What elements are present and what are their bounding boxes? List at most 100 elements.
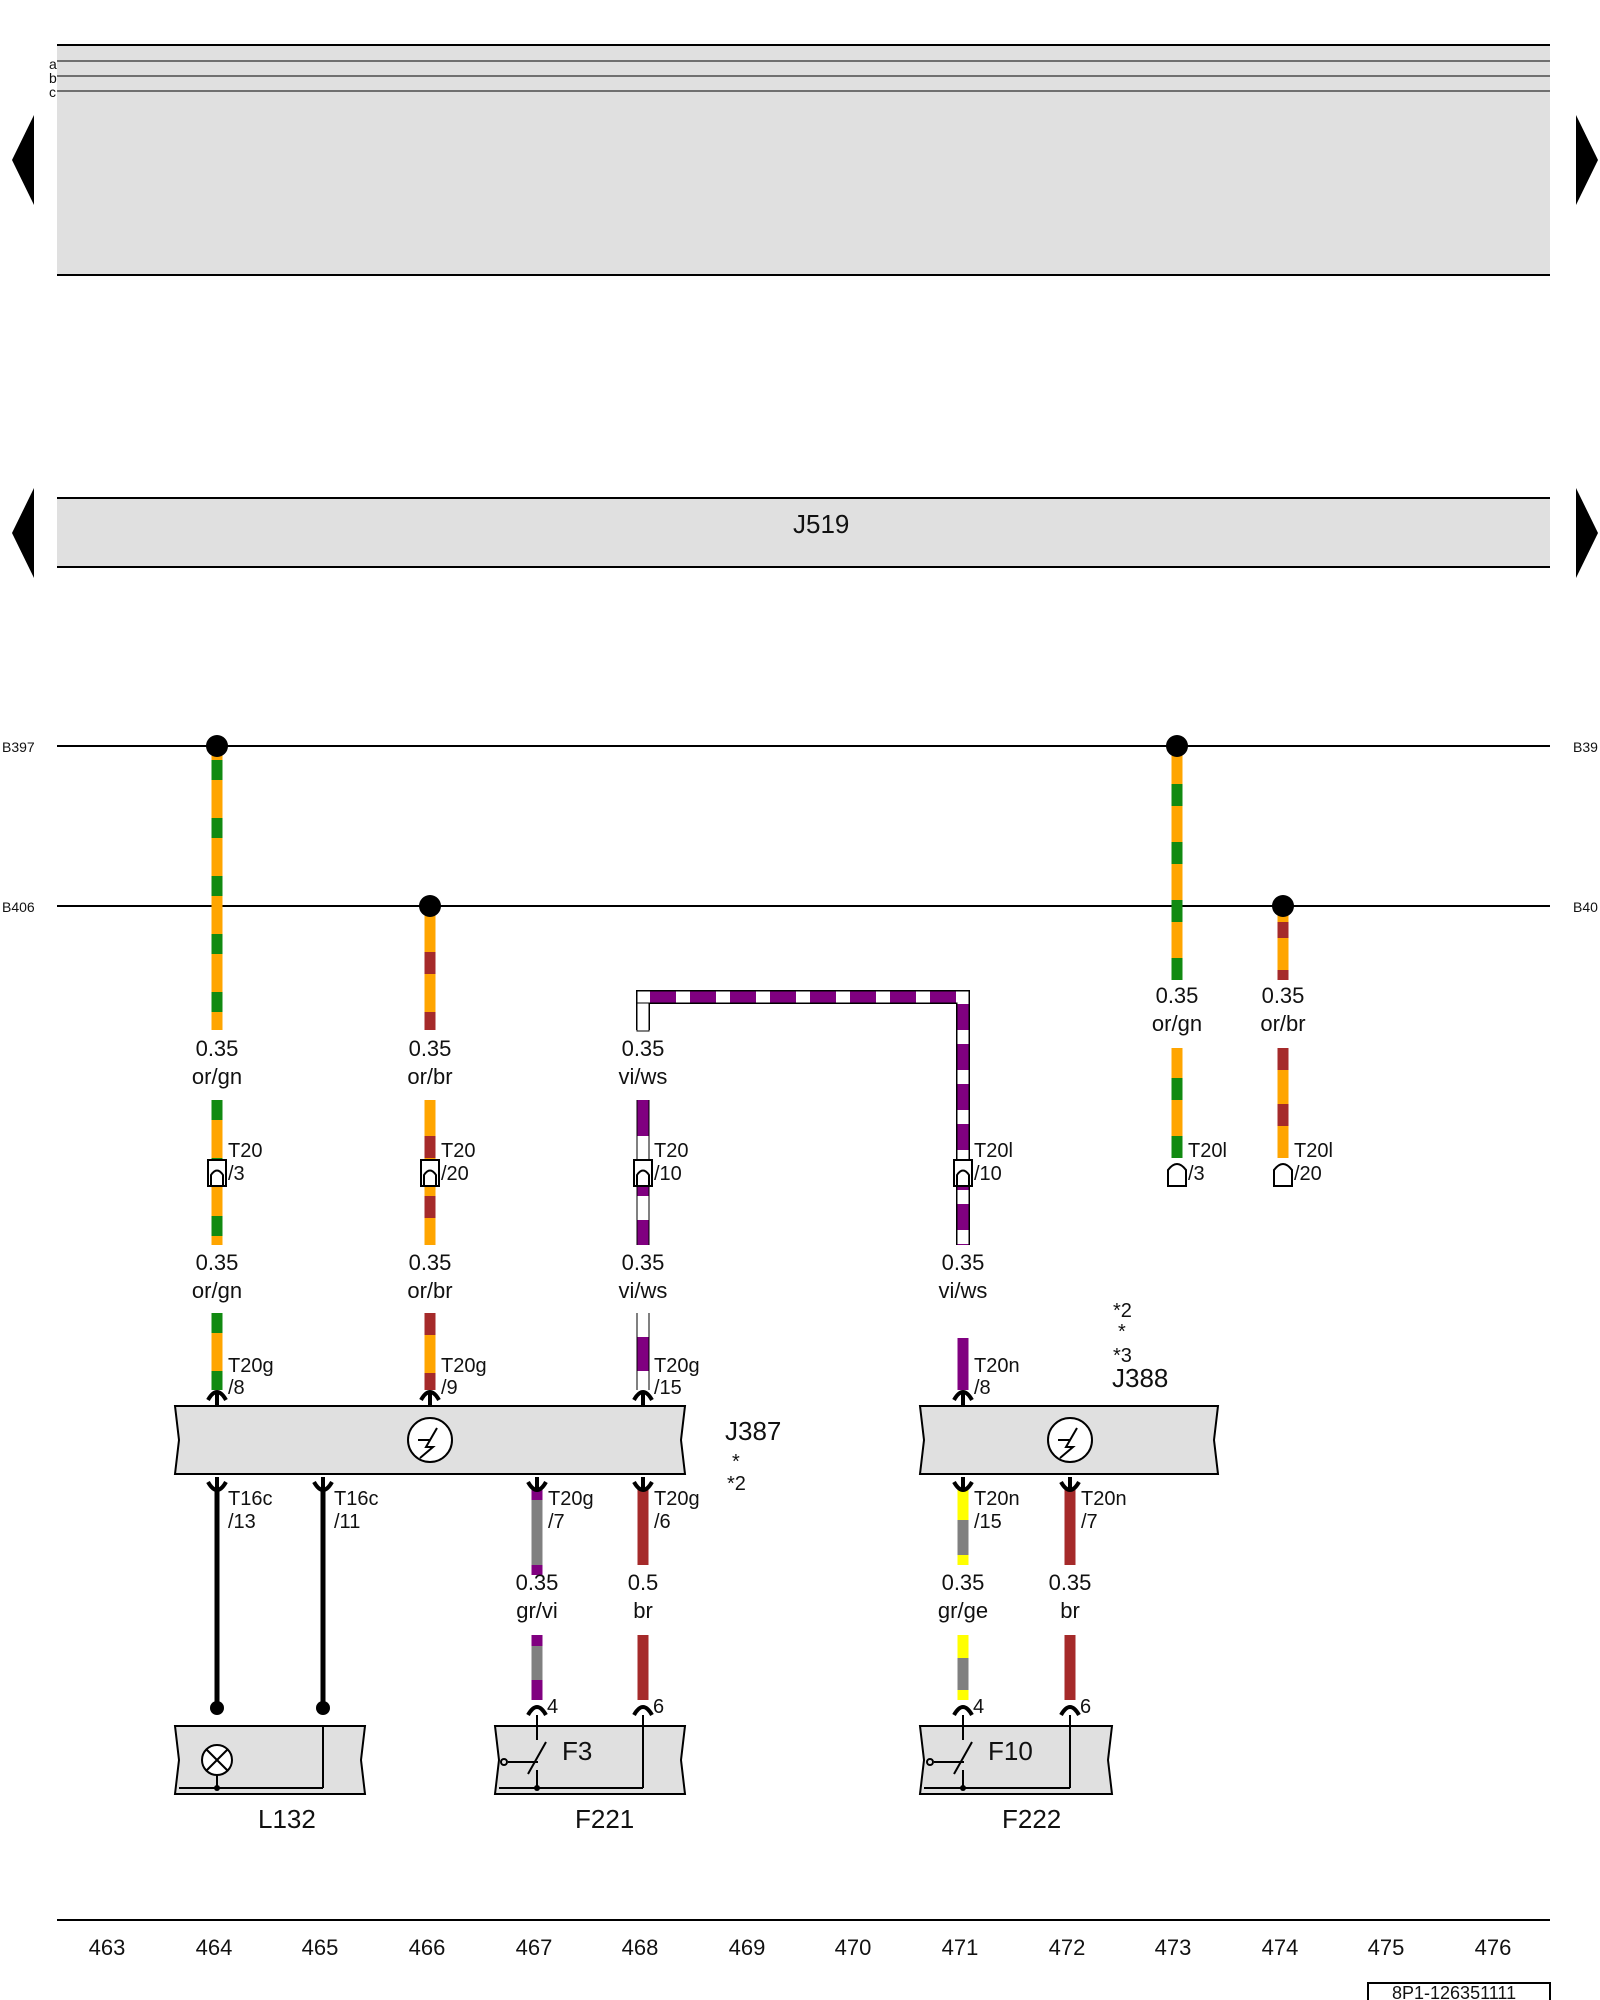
connector-pin: /10 (654, 1163, 682, 1185)
connector-name: T20 (441, 1140, 475, 1162)
connector-name: T20g (228, 1355, 274, 1377)
wire-color-label: or/br (407, 1064, 452, 1089)
column-number: 473 (1155, 1935, 1192, 1960)
l132-label: L132 (258, 1804, 316, 1834)
wire-color-label: gr/vi (516, 1598, 558, 1623)
column-number: 471 (942, 1935, 979, 1960)
j388-label: J388 (1112, 1363, 1168, 1393)
connector-labels: T20 /3 T20 /20 T20 /10 T20l /10 T20l /3 … (228, 1140, 1333, 1718)
column-number: 465 (302, 1935, 339, 1960)
bus-label-left-b406: B406 (2, 899, 35, 915)
wire-color-label: or/gn (192, 1064, 242, 1089)
column-number: 475 (1368, 1935, 1405, 1960)
column-number: 464 (196, 1935, 233, 1960)
j387-label: J387 (725, 1416, 781, 1446)
column-number: 470 (835, 1935, 872, 1960)
connector-name: T20g (654, 1355, 700, 1377)
junction-dot (419, 895, 441, 917)
connector-pin: /15 (654, 1377, 682, 1399)
bus-label-left-b397: B397 (2, 739, 35, 755)
wire-size-label: 0.5 (628, 1570, 659, 1595)
column-number: 476 (1475, 1935, 1512, 1960)
connector-pin: /8 (974, 1377, 991, 1399)
f222-label: F222 (1002, 1804, 1061, 1834)
wire-size-label: 0.35 (942, 1250, 985, 1275)
connector-pin: /10 (974, 1163, 1002, 1185)
j519-control-unit: J519 (57, 497, 1550, 568)
connector-name: T20l (1188, 1140, 1227, 1162)
component-pin: 4 (973, 1696, 984, 1718)
wire-color-label: or/br (1260, 1011, 1305, 1036)
wire-color-label: vi/ws (619, 1278, 668, 1303)
connector-name: T20 (654, 1140, 688, 1162)
connector-name: T20g (548, 1488, 594, 1510)
wire-color-label: br (1060, 1598, 1080, 1623)
header-block: a b c (49, 44, 1550, 276)
junction-dot (1166, 735, 1188, 757)
connector-pin: /3 (228, 1163, 245, 1185)
prev-page-arrow-icon[interactable] (12, 115, 34, 205)
j519-label: J519 (793, 509, 849, 539)
column-number: 467 (516, 1935, 553, 1960)
connector-pin: /6 (654, 1511, 671, 1533)
wire-color-label: or/gn (1152, 1011, 1202, 1036)
f221-inner-label: F3 (562, 1736, 592, 1766)
f222-component: F10 F222 (918, 1715, 1114, 1834)
connector-pin: /7 (548, 1511, 565, 1533)
column-numbers: 463 464 465 466 467 468 469 470 471 472 … (89, 1935, 1512, 1960)
wire-size-label: 0.35 (196, 1036, 239, 1061)
connector-name: T20n (1081, 1488, 1127, 1510)
j387-note-2: *2 (727, 1473, 746, 1495)
wires (211, 746, 1289, 1710)
connector-pin: /13 (228, 1511, 256, 1533)
header-row-a: a (49, 56, 57, 72)
connector-name: T20g (441, 1355, 487, 1377)
j388-note-2: * (1118, 1321, 1126, 1343)
bus-label-right-b406: B40 (1573, 899, 1598, 915)
column-number: 468 (622, 1935, 659, 1960)
wire-color-label: br (633, 1598, 653, 1623)
f222-inner-label: F10 (988, 1736, 1033, 1766)
j387-control-unit: J387 * *2 (173, 1405, 781, 1495)
connector-name: T20n (974, 1355, 1020, 1377)
connector-name: T16c (228, 1488, 272, 1510)
connector-pin: /15 (974, 1511, 1002, 1533)
j388-note-3: *3 (1113, 1345, 1132, 1367)
junction-dot (206, 735, 228, 757)
connector-pin: /11 (334, 1511, 360, 1533)
column-number: 463 (89, 1935, 126, 1960)
wire-size-label: 0.35 (942, 1570, 985, 1595)
wire-color-label: gr/ge (938, 1598, 988, 1623)
prev-section-arrow-icon[interactable] (12, 488, 34, 578)
switch-icon (924, 1741, 1070, 1789)
wire-labels: 0.35 or/gn 0.35 or/br 0.35 vi/ws 0.35 or… (192, 983, 1306, 1623)
j388-control-unit: *2 * *3 J388 (918, 1300, 1220, 1475)
connector-name: T20 (228, 1140, 262, 1162)
connector-pin: /20 (1294, 1163, 1322, 1185)
wire-color-label: or/gn (192, 1278, 242, 1303)
connector-pin: /20 (441, 1163, 469, 1185)
inline-connectors (207, 1159, 1293, 1187)
connector-name: T20g (654, 1488, 700, 1510)
column-number: 472 (1049, 1935, 1086, 1960)
column-number: 466 (409, 1935, 446, 1960)
column-number: 469 (729, 1935, 766, 1960)
header-row-c: c (49, 84, 56, 100)
wire-size-label: 0.35 (196, 1250, 239, 1275)
pin-hooks (206, 1390, 1081, 1717)
next-page-arrow-icon[interactable] (1576, 115, 1598, 205)
bus-label-right-b397: B39 (1573, 739, 1598, 755)
connector-name: T20l (974, 1140, 1013, 1162)
wire-size-label: 0.35 (409, 1250, 452, 1275)
wire-size-label: 0.35 (409, 1036, 452, 1061)
wire-color-label: or/br (407, 1278, 452, 1303)
connector-name: T20n (974, 1488, 1020, 1510)
connector-name: T20l (1294, 1140, 1333, 1162)
connector-pin: /9 (441, 1377, 458, 1399)
wire-size-label: 0.35 (1262, 983, 1305, 1008)
wire-size-label: 0.35 (1156, 983, 1199, 1008)
next-section-arrow-icon[interactable] (1576, 488, 1598, 578)
wire-size-label: 0.35 (622, 1036, 665, 1061)
l132-component: L132 (173, 1701, 367, 1834)
document-id: 8P1-126351111 (1392, 1983, 1516, 2000)
